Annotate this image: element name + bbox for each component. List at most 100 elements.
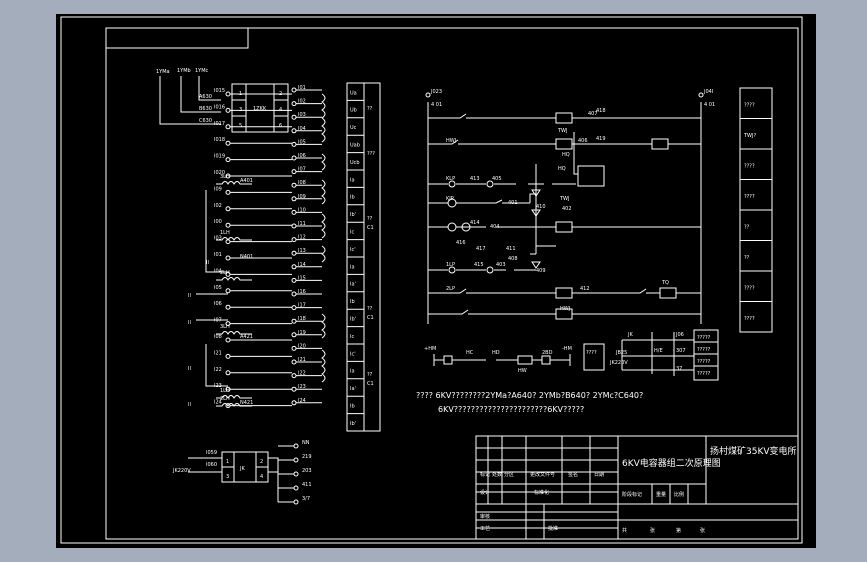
terminal-right: I01 xyxy=(298,85,306,91)
terminal-dot xyxy=(225,157,231,163)
circuit-node: 417 xyxy=(476,246,486,252)
legend-row: Ic' xyxy=(350,247,356,253)
right-legend-item: ???? xyxy=(744,316,755,322)
drawing-title: 6KV电容器组二次原理图 xyxy=(622,457,721,469)
terminal-dot xyxy=(291,101,297,107)
circuit-node: 419 xyxy=(596,136,606,142)
sheet-border xyxy=(60,16,803,544)
control-circuit: J023 J04I 4 01 4 01 xyxy=(424,89,719,381)
circuit-node: 410 xyxy=(536,204,546,210)
left-panel: 1YMa 1YMb 1YMc A630 B630 C630 1 2 3 4 xyxy=(156,68,326,505)
contact-label: KLP xyxy=(446,176,455,182)
relay-terminal xyxy=(293,485,299,491)
legend-row: Ic xyxy=(350,334,354,340)
circuit-node: 412 xyxy=(580,286,590,292)
note-line-1: ???? 6KV????????2YMa?A640? 2YMb?B640? 2Y… xyxy=(416,391,643,400)
svg-text:批准: 批准 xyxy=(548,525,558,532)
terminal-left: I016 xyxy=(214,104,225,110)
contact-label: 1LP xyxy=(446,262,455,268)
terminal-right: I02 xyxy=(298,99,306,105)
legend-column: UaUbUcUabUcbIaIbIb'IcIc'IaIa'IbIb'IcIc'I… xyxy=(346,82,381,432)
relay-term-label: 219 xyxy=(302,454,312,460)
terminal-right: I15 xyxy=(298,275,306,281)
circuit-node: 414 xyxy=(470,220,480,226)
terminal-right: I11 xyxy=(298,221,306,227)
terminal-dot xyxy=(291,386,297,392)
right-legend-item: ?? xyxy=(744,224,750,230)
svg-text:37: 37 xyxy=(676,366,682,372)
terminal-right: I06 xyxy=(298,153,306,159)
terminal-right: I12 xyxy=(298,235,306,241)
relay-term-label: NN xyxy=(302,440,310,446)
svg-text:分区: 分区 xyxy=(504,471,514,478)
terminal-dot xyxy=(225,107,231,113)
svg-text:2BD: 2BD xyxy=(542,350,553,356)
terminal-dot xyxy=(291,196,297,202)
legend-row: Ub xyxy=(350,108,357,114)
ind-label: A401 xyxy=(240,178,253,184)
svg-text:4 01: 4 01 xyxy=(431,102,442,108)
ct-label: 3LH xyxy=(220,324,230,330)
terminal-dot xyxy=(291,400,297,406)
drawing-canvas[interactable]: 1YMa 1YMb 1YMc A630 B630 C630 1 2 3 4 xyxy=(56,14,816,548)
circuit-node: 403 xyxy=(496,262,506,268)
legend-row: Ia' xyxy=(350,282,356,288)
terminal-left: I06 xyxy=(214,301,222,307)
svg-text:更改文件号: 更改文件号 xyxy=(530,471,555,478)
svg-text:307: 307 xyxy=(676,348,686,354)
ct-label: 2LH xyxy=(220,396,230,402)
terminal-dot xyxy=(291,264,297,270)
svg-text:JK220V: JK220V xyxy=(172,468,191,474)
contact-label: HQ xyxy=(562,152,570,158)
svg-text:阶段标记: 阶段标记 xyxy=(622,491,642,498)
svg-text:2: 2 xyxy=(260,459,263,465)
terminal-dot xyxy=(225,255,231,261)
bus-label: 1YMa xyxy=(156,69,170,75)
terminal-dot xyxy=(291,128,297,134)
legend-annotation: ??? xyxy=(367,151,375,157)
terminal-right: I05 xyxy=(298,139,306,145)
contact-label: KJP xyxy=(446,196,454,202)
svg-text:J06: J06 xyxy=(675,332,684,338)
circuit-node: 408 xyxy=(508,256,518,262)
right-legend: ????TWJ????????????????????? xyxy=(739,87,773,333)
ind-label: N421 xyxy=(240,400,253,406)
terminal-dot xyxy=(225,189,231,195)
terminal-left: I04 xyxy=(214,268,222,274)
company-name: 扬村煤矿35KV变电所 xyxy=(710,445,797,457)
svg-text:H/E: H/E xyxy=(654,348,663,354)
svg-text:?????: ????? xyxy=(697,359,711,365)
terminal-dot xyxy=(225,353,231,359)
terminal-left: I09 xyxy=(214,186,222,192)
svg-text:张: 张 xyxy=(650,527,655,534)
svg-text:C630: C630 xyxy=(199,118,212,124)
terminal-dot xyxy=(225,140,231,146)
legend-row: Ic xyxy=(350,230,354,236)
pt-block xyxy=(231,83,289,133)
svg-text:4: 4 xyxy=(260,474,263,480)
terminal-left: I017 xyxy=(214,121,225,127)
contact-label: HQ xyxy=(558,166,566,172)
svg-text:第: 第 xyxy=(676,527,681,534)
terminal-left: I21 xyxy=(214,350,222,356)
relay-terminal xyxy=(293,443,299,449)
svg-text:处数: 处数 xyxy=(492,471,502,478)
right-legend-item: ???? xyxy=(744,285,755,291)
terminal-dot xyxy=(291,332,297,338)
svg-text:签名: 签名 xyxy=(568,471,578,478)
svg-text:3: 3 xyxy=(226,474,229,480)
pt-label: 1ZKK xyxy=(253,106,267,112)
terminal-left: I08 xyxy=(214,334,222,340)
ct-label: 1LH xyxy=(220,388,230,394)
terminal-right: I03 xyxy=(298,112,306,118)
legend-row: Ib' xyxy=(350,421,356,427)
aux-legend xyxy=(693,329,719,381)
ct-label: 1LH xyxy=(220,230,230,236)
contact-label: TQ xyxy=(661,280,669,286)
terminal-left: I02 xyxy=(214,203,222,209)
ct-coil xyxy=(216,395,252,399)
svg-text:?????: ????? xyxy=(697,371,711,377)
relay-terminal xyxy=(293,457,299,463)
legend-row: Ia xyxy=(350,177,355,183)
title-block: 6KV电容器组二次原理图 扬村煤矿35KV变电所 标记 处数 分区 更改文件号 … xyxy=(475,435,799,540)
